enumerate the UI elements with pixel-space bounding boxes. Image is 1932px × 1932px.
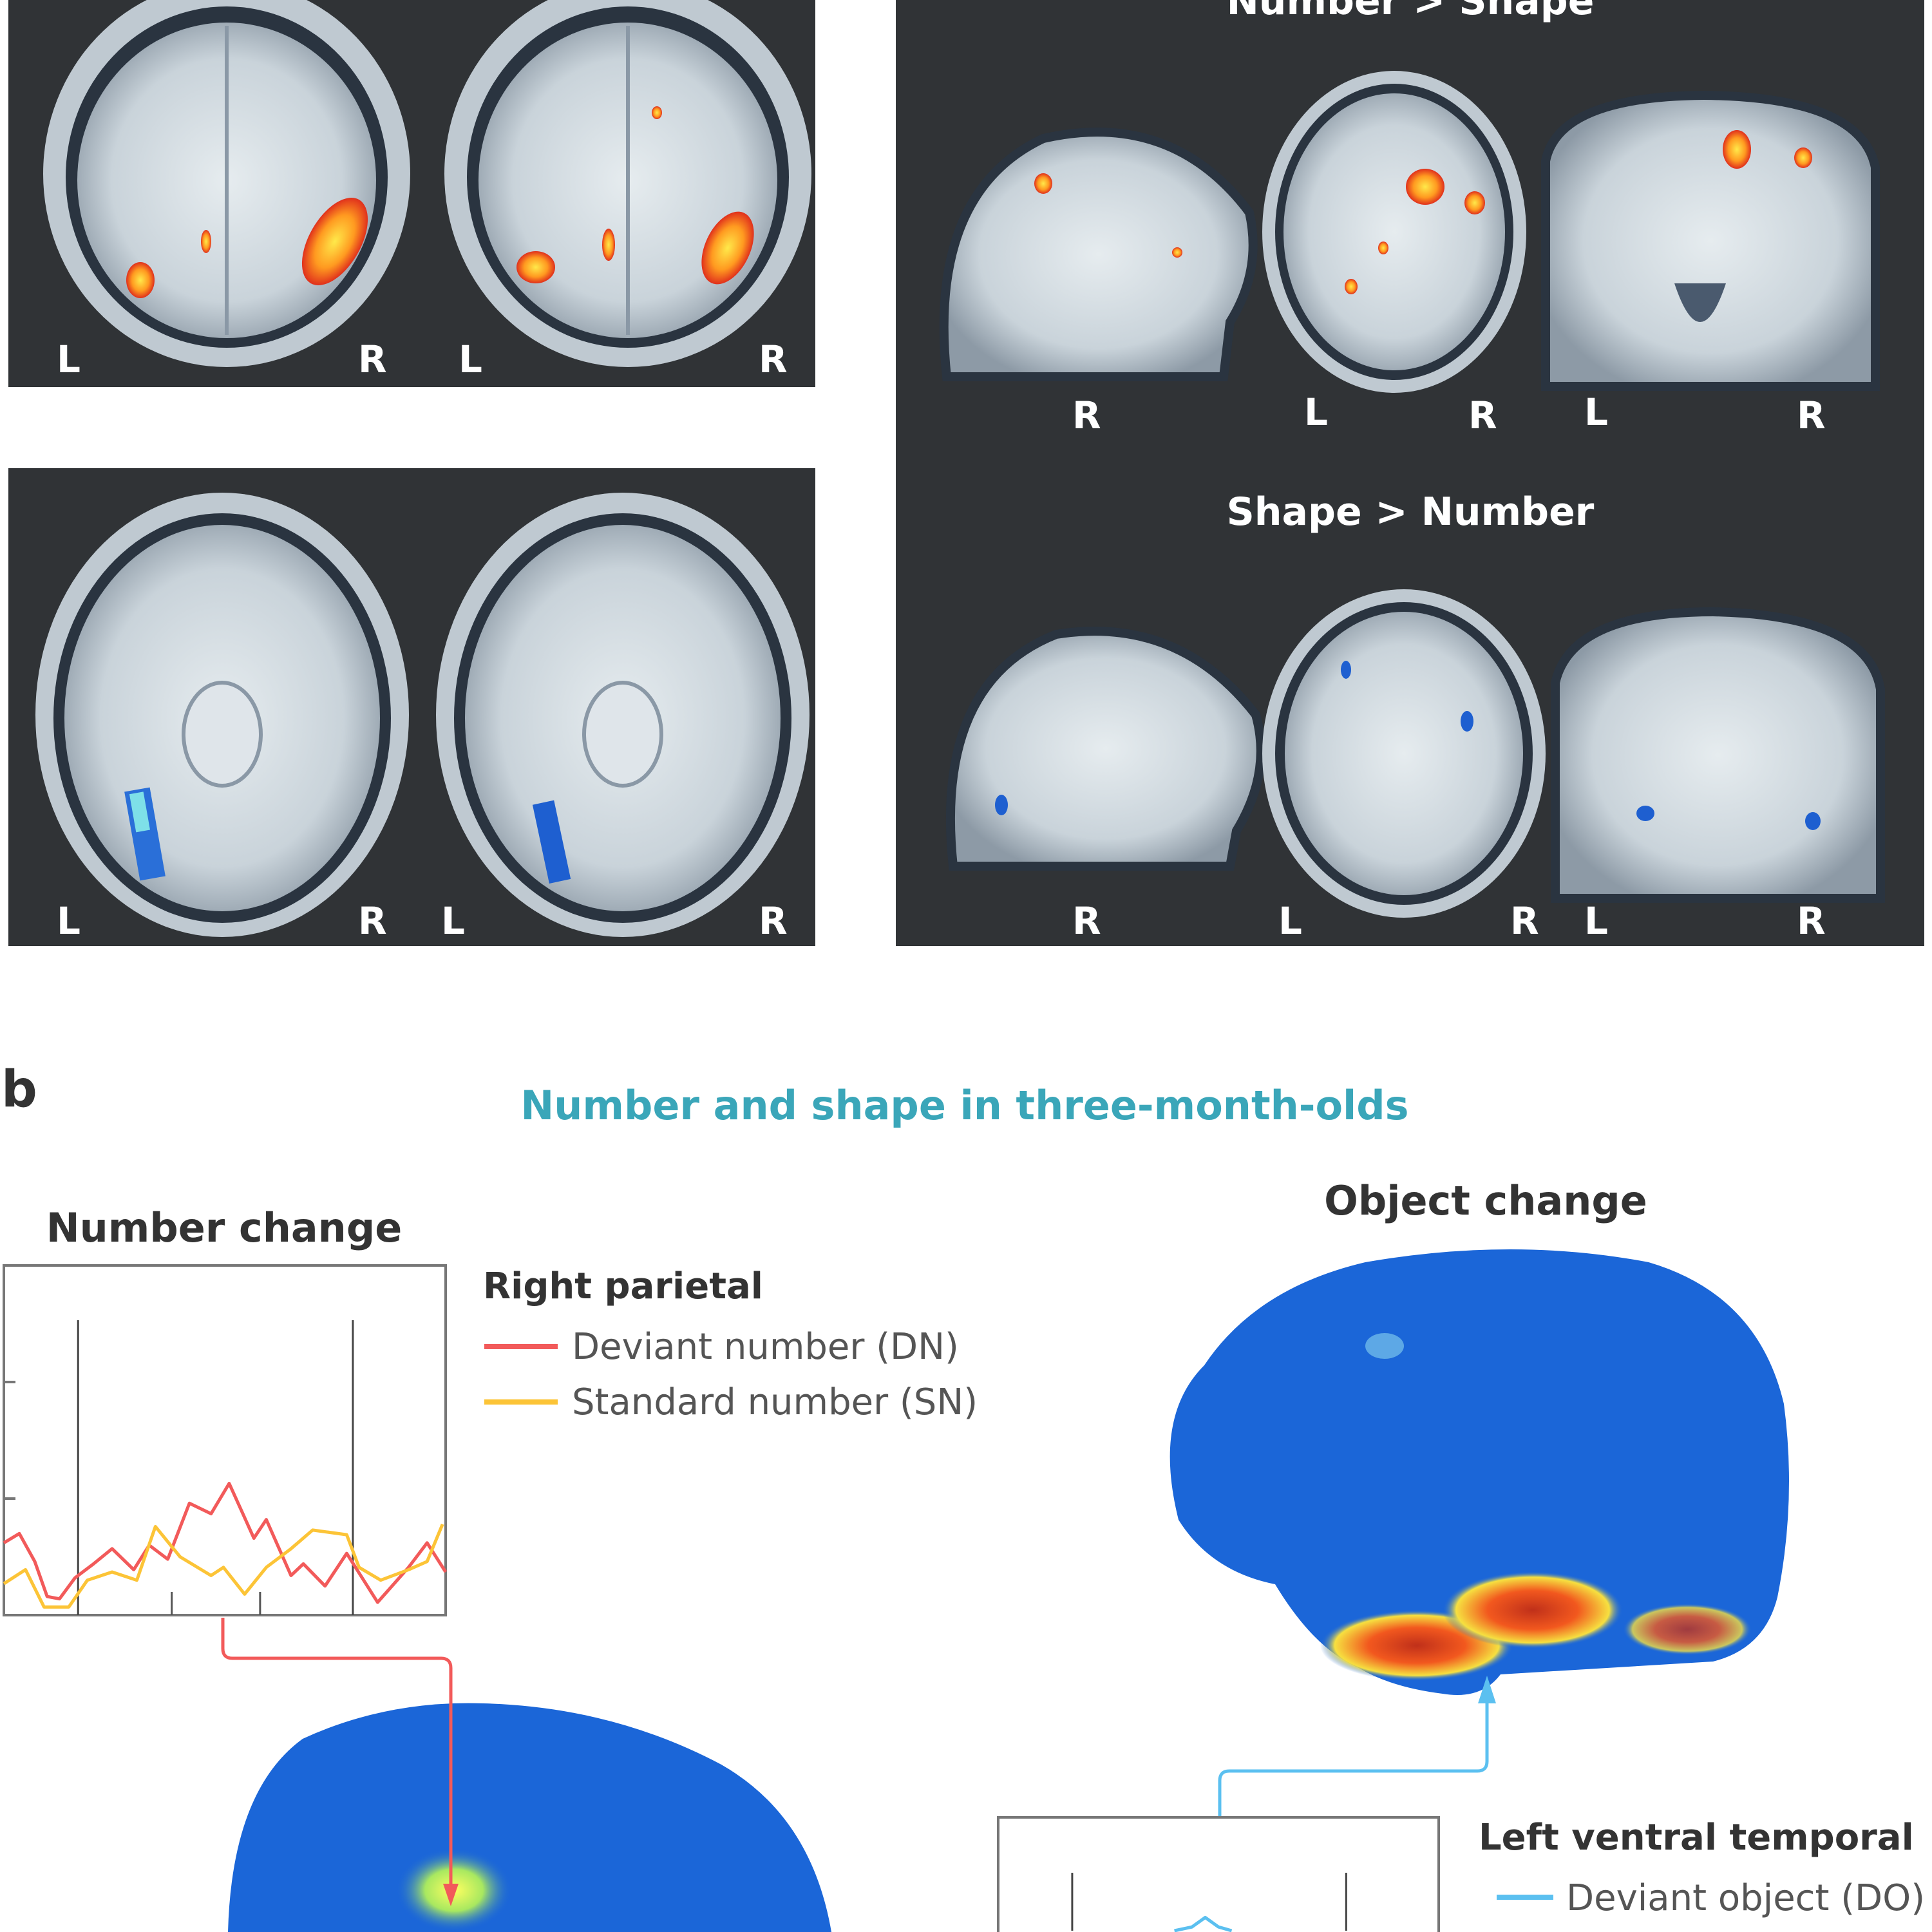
orientation-label: L [441,899,465,943]
series-line-deviant-object-do- [1174,1915,1233,1932]
number-change-title: Number change [46,1204,402,1251]
legend-title: Right parietal [483,1265,763,1307]
activation-blob [301,198,368,285]
orientation-label: L [1304,390,1328,434]
orientation-label: R [1510,899,1539,943]
right-parietal-legend: Right parietal Deviant number (DN) Stand… [483,1265,978,1423]
contrast-panel: Number > Shape R L R L R Shape > Number … [896,0,1924,946]
orientation-label: R [1072,899,1101,943]
arrowhead-icon [443,1884,459,1906]
legend-label-do: Deviant object (DO) [1566,1877,1925,1919]
orientation-label: R [1468,393,1497,437]
arrowhead-icon [1478,1676,1496,1703]
orientation-label: L [459,337,482,381]
contrast-title-shape-gt-number: Shape > Number [1227,489,1595,535]
axial-slices-top: L R L R [8,0,815,387]
orientation-label: R [358,337,387,381]
series-line-standard-number-sn- [3,1523,444,1609]
orientation-label: L [1584,899,1608,943]
legend-title: Left ventral temporal [1479,1817,1914,1859]
panel-b-title: Number and shape in three-month-olds [520,1082,1408,1129]
activation-blob [126,262,155,298]
contrast-title-number-gt-shape: Number > Shape [1227,0,1595,24]
panel-letter-b: b [1,1061,37,1119]
orientation-label: R [759,899,788,943]
left-ventral-temporal-chart [997,1816,1440,1932]
orientation-label: L [1584,390,1608,434]
orientation-label: L [57,337,80,381]
object-change-title: Object change [1324,1177,1647,1224]
orientation-label: R [1797,899,1826,943]
right-parietal-chart [3,1264,448,1616]
legend-label-dn: Deviant number (DN) [572,1326,959,1368]
arrow-chart-to-object-brain [1218,1700,1489,1817]
brain-surface-number-change [228,1703,831,1932]
series-line-deviant-number-dn- [3,1481,448,1604]
orientation-label: R [1072,393,1101,437]
brain-surface-object-change [1170,1249,1789,1695]
orientation-label: R [358,899,387,943]
orientation-label: L [57,899,80,943]
orientation-label: R [1797,393,1826,437]
legend-label-sn: Standard number (SN) [572,1381,978,1423]
orientation-label: L [1278,899,1302,943]
arrow-number-to-brain [221,1618,453,1893]
orientation-label: R [759,337,788,381]
left-ventral-legend: Left ventral temporal Deviant object (DO… [1479,1817,1925,1919]
axial-slices-bottom: L R L R [8,468,815,946]
